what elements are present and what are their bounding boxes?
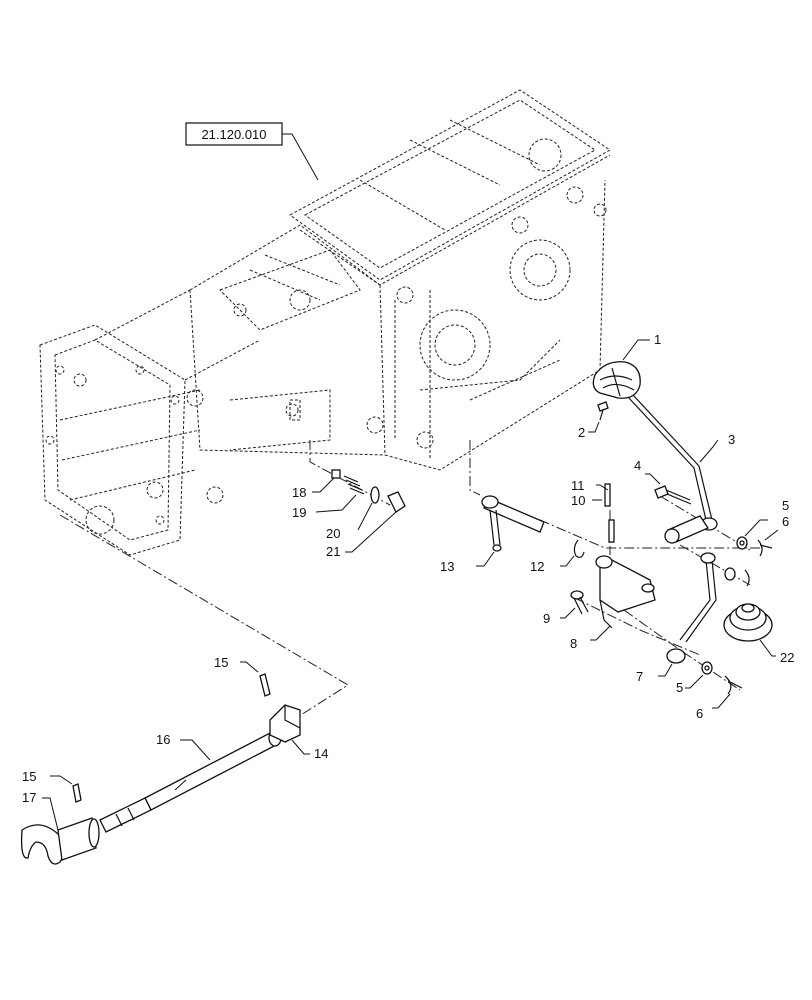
callout-6-upper: 6 — [782, 514, 789, 529]
callout-9: 9 — [543, 611, 550, 626]
boot-part-22 — [723, 603, 776, 657]
washer-clip-mid — [724, 567, 750, 587]
callout-17: 17 — [22, 790, 36, 805]
callout-5-upper: 5 — [782, 498, 789, 513]
shift-block-part-14 — [269, 704, 310, 755]
knob-part-1 — [592, 339, 650, 399]
callout-14: 14 — [314, 746, 328, 761]
callout-10: 10 — [571, 493, 585, 508]
transmission-housing-phantom — [39, 89, 611, 556]
callout-16: 16 — [156, 732, 170, 747]
callout-19: 19 — [292, 505, 306, 520]
roll-pins-10-11 — [592, 483, 615, 543]
screw-part-2 — [588, 401, 609, 433]
callout-18: 18 — [292, 485, 306, 500]
rod-part-7 — [658, 515, 717, 677]
callout-4: 4 — [634, 458, 641, 473]
callout-15-lower: 15 — [22, 769, 36, 784]
callout-12: 12 — [530, 559, 544, 574]
washer-clip-upper — [736, 519, 779, 557]
shaft-part-13 — [476, 495, 545, 567]
gear-lever-part-3 — [627, 394, 719, 531]
shift-fork-part-17 — [20, 797, 100, 865]
callout-labels: 1 2 3 4 5 6 7 5 6 8 9 10 11 12 13 14 15 … — [22, 332, 794, 805]
reference-label: 21.120.010 — [201, 127, 266, 142]
callout-22: 22 — [780, 650, 794, 665]
alignment-lines — [59, 440, 760, 721]
pin-part-15-upper — [240, 661, 271, 697]
callout-8: 8 — [570, 636, 577, 651]
lever-arm-part-8 — [590, 555, 656, 641]
callout-21: 21 — [326, 544, 340, 559]
shift-rod-part-16 — [99, 729, 282, 833]
detent-parts-18-21 — [312, 469, 406, 553]
callout-6-lower: 6 — [696, 706, 703, 721]
pin-part-9 — [560, 590, 589, 619]
callout-11: 11 — [571, 478, 585, 493]
callout-20: 20 — [326, 526, 340, 541]
reference-box: 21.120.010 — [185, 122, 319, 181]
bolt-part-4 — [645, 473, 692, 505]
callout-3: 3 — [728, 432, 735, 447]
callout-5-lower: 5 — [676, 680, 683, 695]
washer-clip-lower — [685, 661, 743, 709]
pin-part-15-lower — [50, 775, 82, 803]
callout-15-upper: 15 — [214, 655, 228, 670]
callout-7: 7 — [636, 669, 643, 684]
callout-1: 1 — [654, 332, 661, 347]
snap-ring-part-12 — [560, 539, 585, 567]
callout-13: 13 — [440, 559, 454, 574]
callout-2: 2 — [578, 425, 585, 440]
